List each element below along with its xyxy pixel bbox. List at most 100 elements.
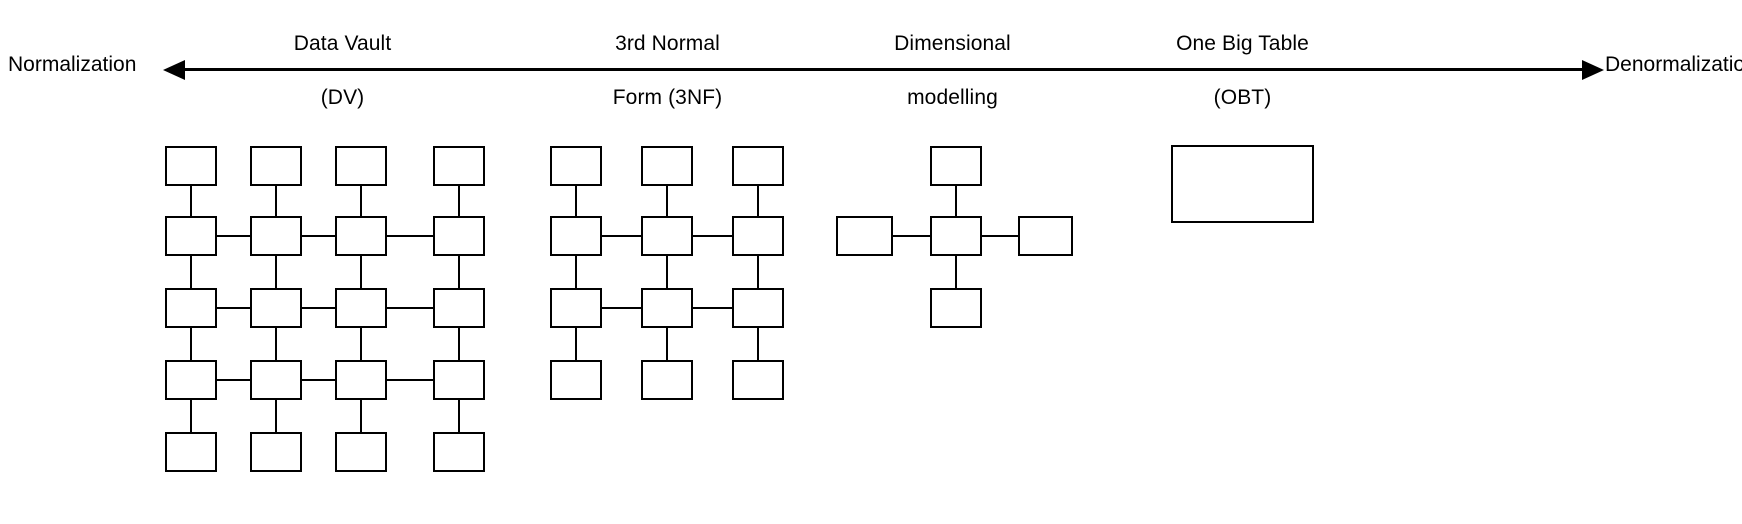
tnf-node[interactable] (732, 146, 784, 186)
column-label-3nf-line2: Form (3NF) (612, 86, 723, 109)
tnf-node[interactable] (641, 146, 693, 186)
axis-label-normalization: Normalization (8, 53, 137, 76)
star-node-left[interactable] (836, 216, 893, 256)
dv-connector-h (302, 306, 335, 310)
column-label-obt-line2: (OBT) (1213, 86, 1272, 109)
star-node-center[interactable] (930, 216, 982, 256)
dv-node[interactable] (335, 288, 387, 328)
dv-connector-v (189, 186, 193, 216)
dv-node[interactable] (335, 216, 387, 256)
dv-connector-v (457, 328, 461, 360)
column-label-dimensional-line1: Dimensional (894, 32, 1011, 55)
dv-node[interactable] (433, 288, 485, 328)
obt-node[interactable] (1171, 145, 1314, 223)
column-label-data-vault-line1: Data Vault (293, 32, 392, 55)
dv-connector-h (387, 378, 433, 382)
tnf-node[interactable] (550, 288, 602, 328)
axis-line (184, 68, 1584, 71)
tnf-connector-h (602, 234, 641, 238)
dv-node[interactable] (165, 432, 217, 472)
tnf-connector-v (574, 186, 578, 216)
tnf-connector-v (665, 186, 669, 216)
tnf-connector-h (693, 306, 732, 310)
dv-connector-h (387, 306, 433, 310)
dv-node[interactable] (335, 360, 387, 400)
star-connector-left (893, 234, 930, 238)
tnf-connector-v (665, 328, 669, 360)
dv-node[interactable] (250, 360, 302, 400)
axis-label-denormalization: Denormalization (1605, 53, 1742, 76)
tnf-node[interactable] (641, 216, 693, 256)
tnf-connector-v (574, 328, 578, 360)
column-label-obt-line1: One Big Table (1176, 32, 1309, 55)
tnf-node[interactable] (550, 360, 602, 400)
star-node-right[interactable] (1018, 216, 1073, 256)
tnf-connector-v (665, 256, 669, 288)
tnf-connector-v (756, 256, 760, 288)
dv-connector-h (302, 234, 335, 238)
column-label-data-vault-line2: (DV) (320, 86, 365, 109)
dv-connector-v (274, 400, 278, 432)
tnf-node[interactable] (732, 360, 784, 400)
dv-node[interactable] (165, 360, 217, 400)
column-label-obt: One Big Table (OBT) (1130, 3, 1355, 138)
tnf-node[interactable] (641, 360, 693, 400)
tnf-node[interactable] (732, 216, 784, 256)
tnf-node[interactable] (641, 288, 693, 328)
dv-connector-h (217, 378, 250, 382)
dv-node[interactable] (433, 360, 485, 400)
dv-node[interactable] (433, 146, 485, 186)
dv-connector-h (302, 378, 335, 382)
dv-connector-v (457, 256, 461, 288)
dv-node[interactable] (165, 216, 217, 256)
star-node-bottom[interactable] (930, 288, 982, 328)
axis-arrowhead-left (163, 59, 185, 80)
tnf-connector-v (756, 186, 760, 216)
dv-connector-v (189, 328, 193, 360)
dv-node[interactable] (165, 146, 217, 186)
dv-connector-v (274, 186, 278, 216)
column-label-dimensional-line2: modelling (907, 86, 998, 109)
dv-node[interactable] (433, 432, 485, 472)
dv-connector-v (274, 256, 278, 288)
dv-node[interactable] (250, 146, 302, 186)
axis-arrowhead-right (1582, 59, 1604, 80)
tnf-connector-h (602, 306, 641, 310)
column-label-data-vault: Data Vault (DV) (230, 3, 455, 138)
dv-node[interactable] (250, 288, 302, 328)
dv-connector-v (359, 186, 363, 216)
column-label-3nf-line1: 3rd Normal (615, 32, 720, 55)
dv-node[interactable] (335, 432, 387, 472)
column-label-3nf: 3rd Normal Form (3NF) (555, 3, 780, 138)
star-connector-right (982, 234, 1018, 238)
dv-connector-v (359, 256, 363, 288)
dv-node[interactable] (433, 216, 485, 256)
tnf-connector-v (756, 328, 760, 360)
tnf-node[interactable] (550, 146, 602, 186)
dv-connector-v (274, 328, 278, 360)
star-connector-top (954, 186, 958, 216)
dv-connector-h (217, 234, 250, 238)
dv-connector-v (457, 186, 461, 216)
star-connector-bottom (954, 256, 958, 288)
dv-connector-h (387, 234, 433, 238)
dv-connector-v (359, 400, 363, 432)
tnf-connector-v (574, 256, 578, 288)
tnf-node[interactable] (732, 288, 784, 328)
dv-connector-v (359, 328, 363, 360)
column-label-dimensional: Dimensional modelling (840, 3, 1065, 138)
tnf-node[interactable] (550, 216, 602, 256)
dv-node[interactable] (335, 146, 387, 186)
dv-connector-v (189, 400, 193, 432)
dv-node[interactable] (250, 432, 302, 472)
tnf-connector-h (693, 234, 732, 238)
star-node-top[interactable] (930, 146, 982, 186)
dv-node[interactable] (250, 216, 302, 256)
dv-node[interactable] (165, 288, 217, 328)
